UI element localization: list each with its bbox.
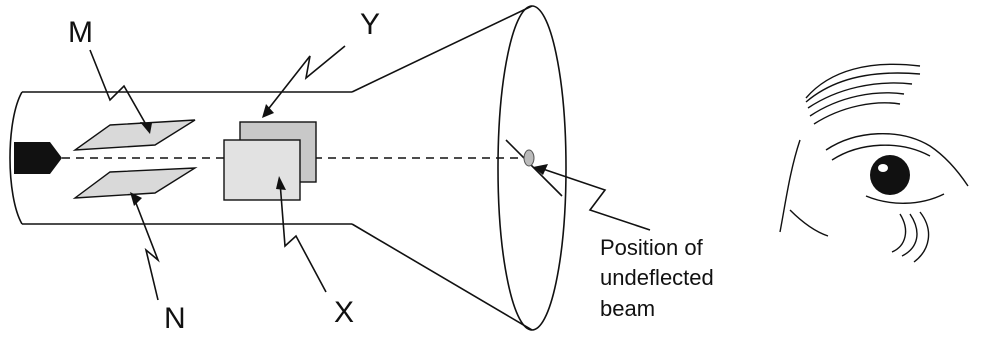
screen	[497, 5, 567, 331]
plate-n	[72, 167, 198, 199]
arrowheads	[130, 104, 548, 206]
label-m: M	[68, 16, 93, 49]
tube-neck	[9, 91, 352, 225]
leader-lines	[89, 45, 651, 301]
label-x: X	[334, 296, 354, 329]
label-n: N	[164, 302, 186, 334]
note-line-1: Position of	[600, 235, 704, 260]
beam-spot	[523, 149, 535, 167]
note-line-3: beam	[600, 296, 655, 321]
plate-x	[223, 139, 301, 201]
tube-funnel	[351, 5, 533, 331]
eye-illustration	[779, 63, 969, 263]
electron-gun	[14, 142, 62, 174]
note-line-2: undeflected	[600, 265, 714, 290]
plate-m	[72, 119, 196, 151]
label-y: Y	[360, 8, 380, 41]
